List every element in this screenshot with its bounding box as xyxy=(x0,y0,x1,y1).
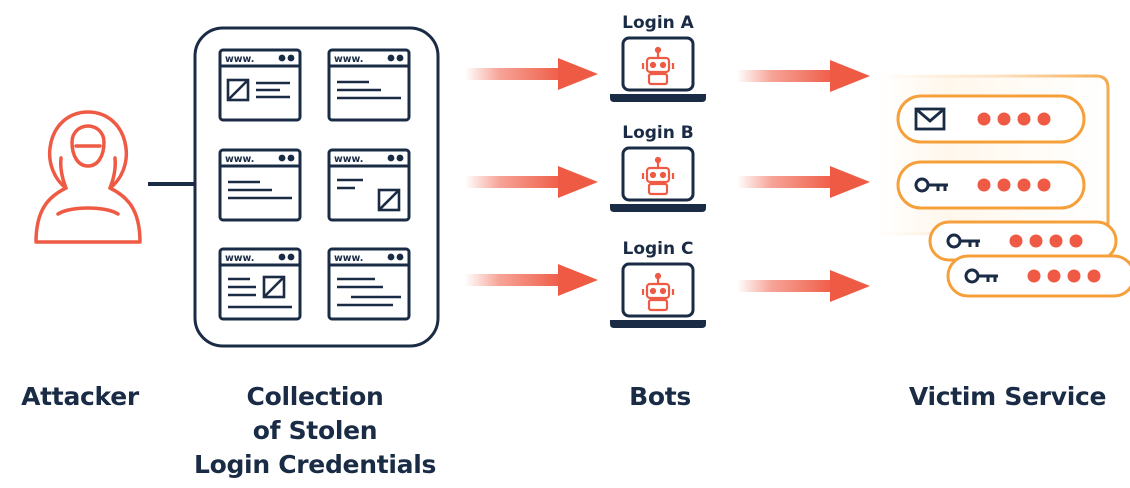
bot-laptop: Login B xyxy=(610,123,706,212)
website-thumbnail: www. xyxy=(218,48,302,122)
www-label: www. xyxy=(334,253,363,264)
bots-caption-text: Bots xyxy=(629,382,691,411)
bots-caption: Bots xyxy=(590,380,730,414)
bot-label: Login C xyxy=(622,239,693,259)
arrow-to-victim-2 xyxy=(737,166,870,198)
key-icon xyxy=(964,268,998,284)
bot-label: Login A xyxy=(622,13,695,33)
credential-card xyxy=(928,220,1118,262)
password-mask xyxy=(977,112,1051,126)
bot-label: Login B xyxy=(622,123,694,143)
credential-card xyxy=(946,254,1130,298)
victim-caption-text: Victim Service xyxy=(908,382,1107,411)
envelope-icon xyxy=(914,107,946,131)
key-icon xyxy=(914,177,948,193)
collection-caption-line-2: of Stolen xyxy=(252,416,378,445)
collection-caption-line-3: Login Credentials xyxy=(193,450,437,479)
victim-caption: Victim Service xyxy=(885,380,1130,414)
bots-group: Login A Login B Login C xyxy=(610,13,706,328)
arrow-to-bot-c xyxy=(465,264,598,296)
arrow-to-bot-b xyxy=(465,166,598,198)
www-label: www. xyxy=(334,54,363,65)
www-label: www. xyxy=(334,154,363,165)
website-grid: www. www. www. www. www. www. xyxy=(218,48,411,321)
website-thumbnail: www. xyxy=(327,247,411,321)
www-label: www. xyxy=(225,253,254,264)
attacker-icon xyxy=(34,110,142,244)
website-thumbnail: www. xyxy=(218,247,302,321)
robot-icon xyxy=(641,272,675,312)
bot-laptop: Login C xyxy=(610,239,706,328)
website-thumbnail: www. xyxy=(327,48,411,122)
password-mask xyxy=(1009,234,1083,248)
attacker-caption-text: Attacker xyxy=(21,382,139,411)
arrow-to-victim-1 xyxy=(737,60,870,92)
credential-card xyxy=(896,94,1086,144)
password-mask xyxy=(977,178,1051,192)
www-label: www. xyxy=(225,54,254,65)
key-icon xyxy=(946,233,980,249)
www-label: www. xyxy=(225,154,254,165)
collection-caption: Collection of Stolen Login Credentials xyxy=(170,380,460,482)
robot-icon xyxy=(641,46,675,86)
bot-laptop: Login A xyxy=(610,13,706,102)
website-thumbnail: www. xyxy=(327,148,411,222)
attacker-caption: Attacker xyxy=(0,380,160,414)
collection-caption-line-1: Collection xyxy=(246,382,384,411)
robot-icon xyxy=(641,156,675,196)
arrow-to-bot-a xyxy=(465,58,598,90)
credential-card xyxy=(896,160,1086,210)
password-mask xyxy=(1027,269,1101,283)
credential-cards xyxy=(896,94,1130,298)
website-thumbnail: www. xyxy=(218,148,302,222)
arrow-to-victim-3 xyxy=(737,270,870,302)
